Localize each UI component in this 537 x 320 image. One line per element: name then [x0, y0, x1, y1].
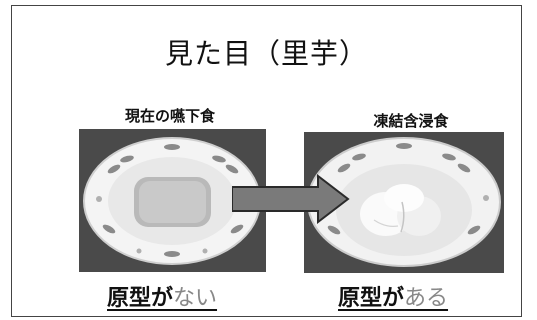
freeze-infused-food-label: 凍結含浸食 — [373, 112, 449, 130]
slide-title: 見た目（里芋） — [164, 37, 368, 70]
current-food-caption-main: 原型が — [107, 286, 174, 311]
slide: 見た目（里芋） 現在の嚥下食 凍結含浸食 — [11, 5, 522, 317]
current-food-caption-suffix: ない — [173, 286, 218, 311]
transition-arrow-icon — [232, 174, 352, 224]
current-food-label: 現在の嚥下食 — [124, 107, 215, 125]
freeze-infused-food-caption: 原型がある — [338, 280, 448, 312]
freeze-infused-food-photo — [304, 132, 504, 273]
freeze-infused-food-caption-suffix: ある — [404, 286, 449, 311]
freeze-infused-food-caption-main: 原型が — [338, 286, 405, 311]
current-food-caption: 原型がない — [107, 280, 217, 312]
